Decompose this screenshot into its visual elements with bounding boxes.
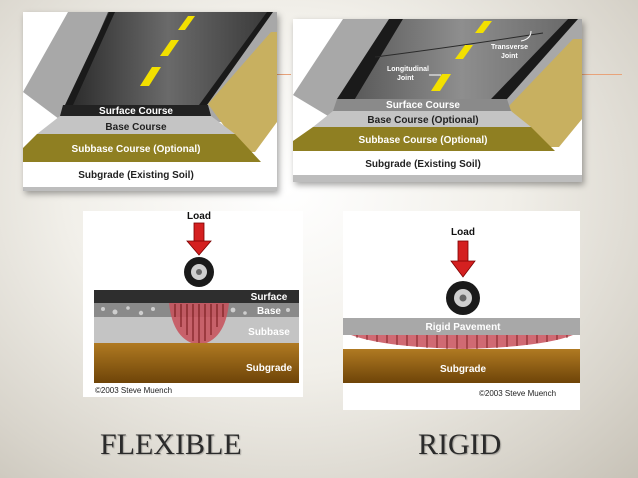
load-arrow-icon <box>186 222 212 256</box>
flexible-load-diagram: Load Surface Base Subbase <box>83 211 303 397</box>
subbase-layer-label: Subbase <box>248 327 290 338</box>
copyright-label: ©2003 Steve Muench <box>479 389 556 398</box>
load-label: Load <box>187 211 211 222</box>
subgrade-layer-label: Subgrade <box>246 363 293 374</box>
surface-course-label: Surface Course <box>386 100 460 111</box>
subbase-course-label: Subbase Course (Optional) <box>72 144 201 155</box>
rigid-layers-diagram: Transverse Joint Longitudinal Joint Surf… <box>293 19 582 182</box>
rigid-caption: RIGID <box>418 428 502 461</box>
load-label: Load <box>451 227 475 238</box>
base-course-label: Base Course <box>105 122 167 133</box>
tire-icon <box>184 257 214 287</box>
accent-line-right <box>582 74 622 75</box>
rigid-load-diagram: Load Rigid Pavement <box>343 211 580 410</box>
lane-markings <box>140 16 195 86</box>
subgrade-label: Subgrade (Existing Soil) <box>78 170 194 181</box>
lane-markings <box>431 21 492 91</box>
base-layer-label: Base <box>257 306 281 317</box>
rigid-pavement-label: Rigid Pavement <box>425 322 501 333</box>
base-course-label: Base Course (Optional) <box>367 115 478 126</box>
copyright-label: ©2003 Steve Muench <box>95 386 172 395</box>
accent-line-left <box>277 74 291 75</box>
flexible-caption: FLEXIBLE <box>100 428 242 461</box>
longitudinal-joint-label: Longitudinal Joint <box>387 66 431 82</box>
subbase-course-label: Subbase Course (Optional) <box>359 135 488 146</box>
surface-layer-label: Surface <box>251 292 288 303</box>
load-arrow-icon <box>450 240 476 278</box>
subgrade-label: Subgrade (Existing Soil) <box>365 159 481 170</box>
subgrade-layer-label: Subgrade <box>440 364 487 375</box>
surface-course-label: Surface Course <box>99 106 173 117</box>
flexible-layers-diagram: Surface Course Base Course Subbase Cours… <box>23 12 277 191</box>
tire-icon <box>446 281 480 315</box>
transverse-joint-label: Transverse Joint <box>491 44 530 60</box>
